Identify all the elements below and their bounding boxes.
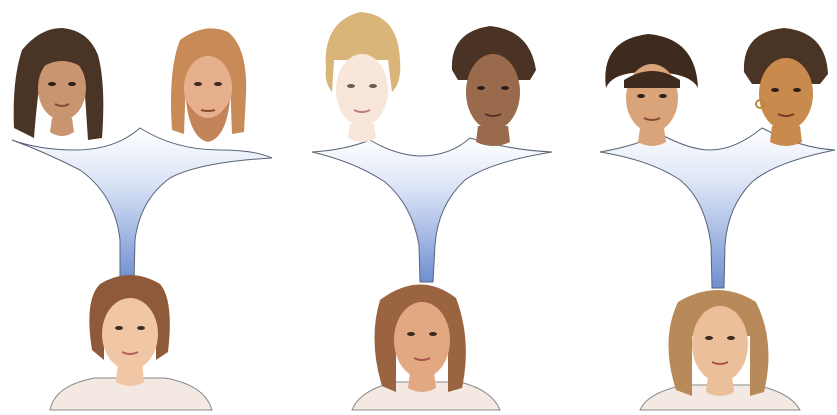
child-portrait [640,290,800,410]
parent-father-portrait [171,28,246,142]
family-1 [12,28,272,410]
funnel-connector [600,128,835,288]
funnel-connector [12,128,272,282]
family-2 [312,12,552,410]
parent-mother-portrait [605,34,698,146]
parent-father-portrait [744,28,828,146]
parent-mother-portrait [326,12,401,142]
parent-mother-portrait [14,28,104,140]
child-portrait [352,284,500,410]
parent-father-portrait [452,26,536,146]
child-portrait [50,275,212,410]
funnel-connector [312,138,552,282]
family-3 [600,28,835,410]
